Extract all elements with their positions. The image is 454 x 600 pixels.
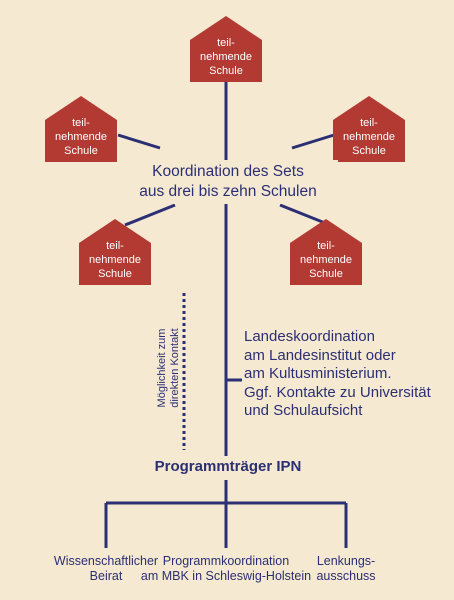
school-house-right-lower: teil- nehmende Schule	[290, 219, 362, 285]
house-shape	[333, 96, 405, 162]
house-shape	[45, 96, 117, 162]
school-house-top: teil- nehmende Schule	[190, 16, 262, 82]
house-shape	[190, 16, 262, 82]
steering-committee-label: Lenkungs- ausschuss	[316, 554, 376, 583]
school-house-right-upper: teil- nehmende Schule	[333, 96, 405, 162]
set-coordination-label: Koordination des Sets aus drei bis zehn …	[118, 160, 338, 204]
house-shape	[290, 219, 362, 285]
school-label: teil- nehmende Schule	[343, 117, 395, 157]
school-label: teil- nehmende Schule	[89, 240, 141, 280]
school-house-left-upper: teil- nehmende Schule	[45, 96, 117, 162]
direct-contact-label: Möglichkeit zum direkten Kontakt	[156, 328, 181, 408]
school-label: teil- nehmende Schule	[55, 117, 107, 157]
state-coordination-label: Landeskoordination am Landesinstitut ode…	[244, 328, 431, 419]
school-label: teil- nehmende Schule	[300, 240, 352, 280]
program-coordination-label: Programmkoordination am MBK in Schleswig…	[140, 554, 312, 583]
school-house-left-lower: teil- nehmende Schule	[79, 219, 151, 285]
house-shape	[79, 219, 151, 285]
advisory-board-label: Wissenschaftlicher Beirat	[53, 554, 159, 583]
school-label: teil- nehmende Schule	[200, 37, 252, 77]
program-owner-label: Programmträger IPN	[150, 458, 306, 475]
